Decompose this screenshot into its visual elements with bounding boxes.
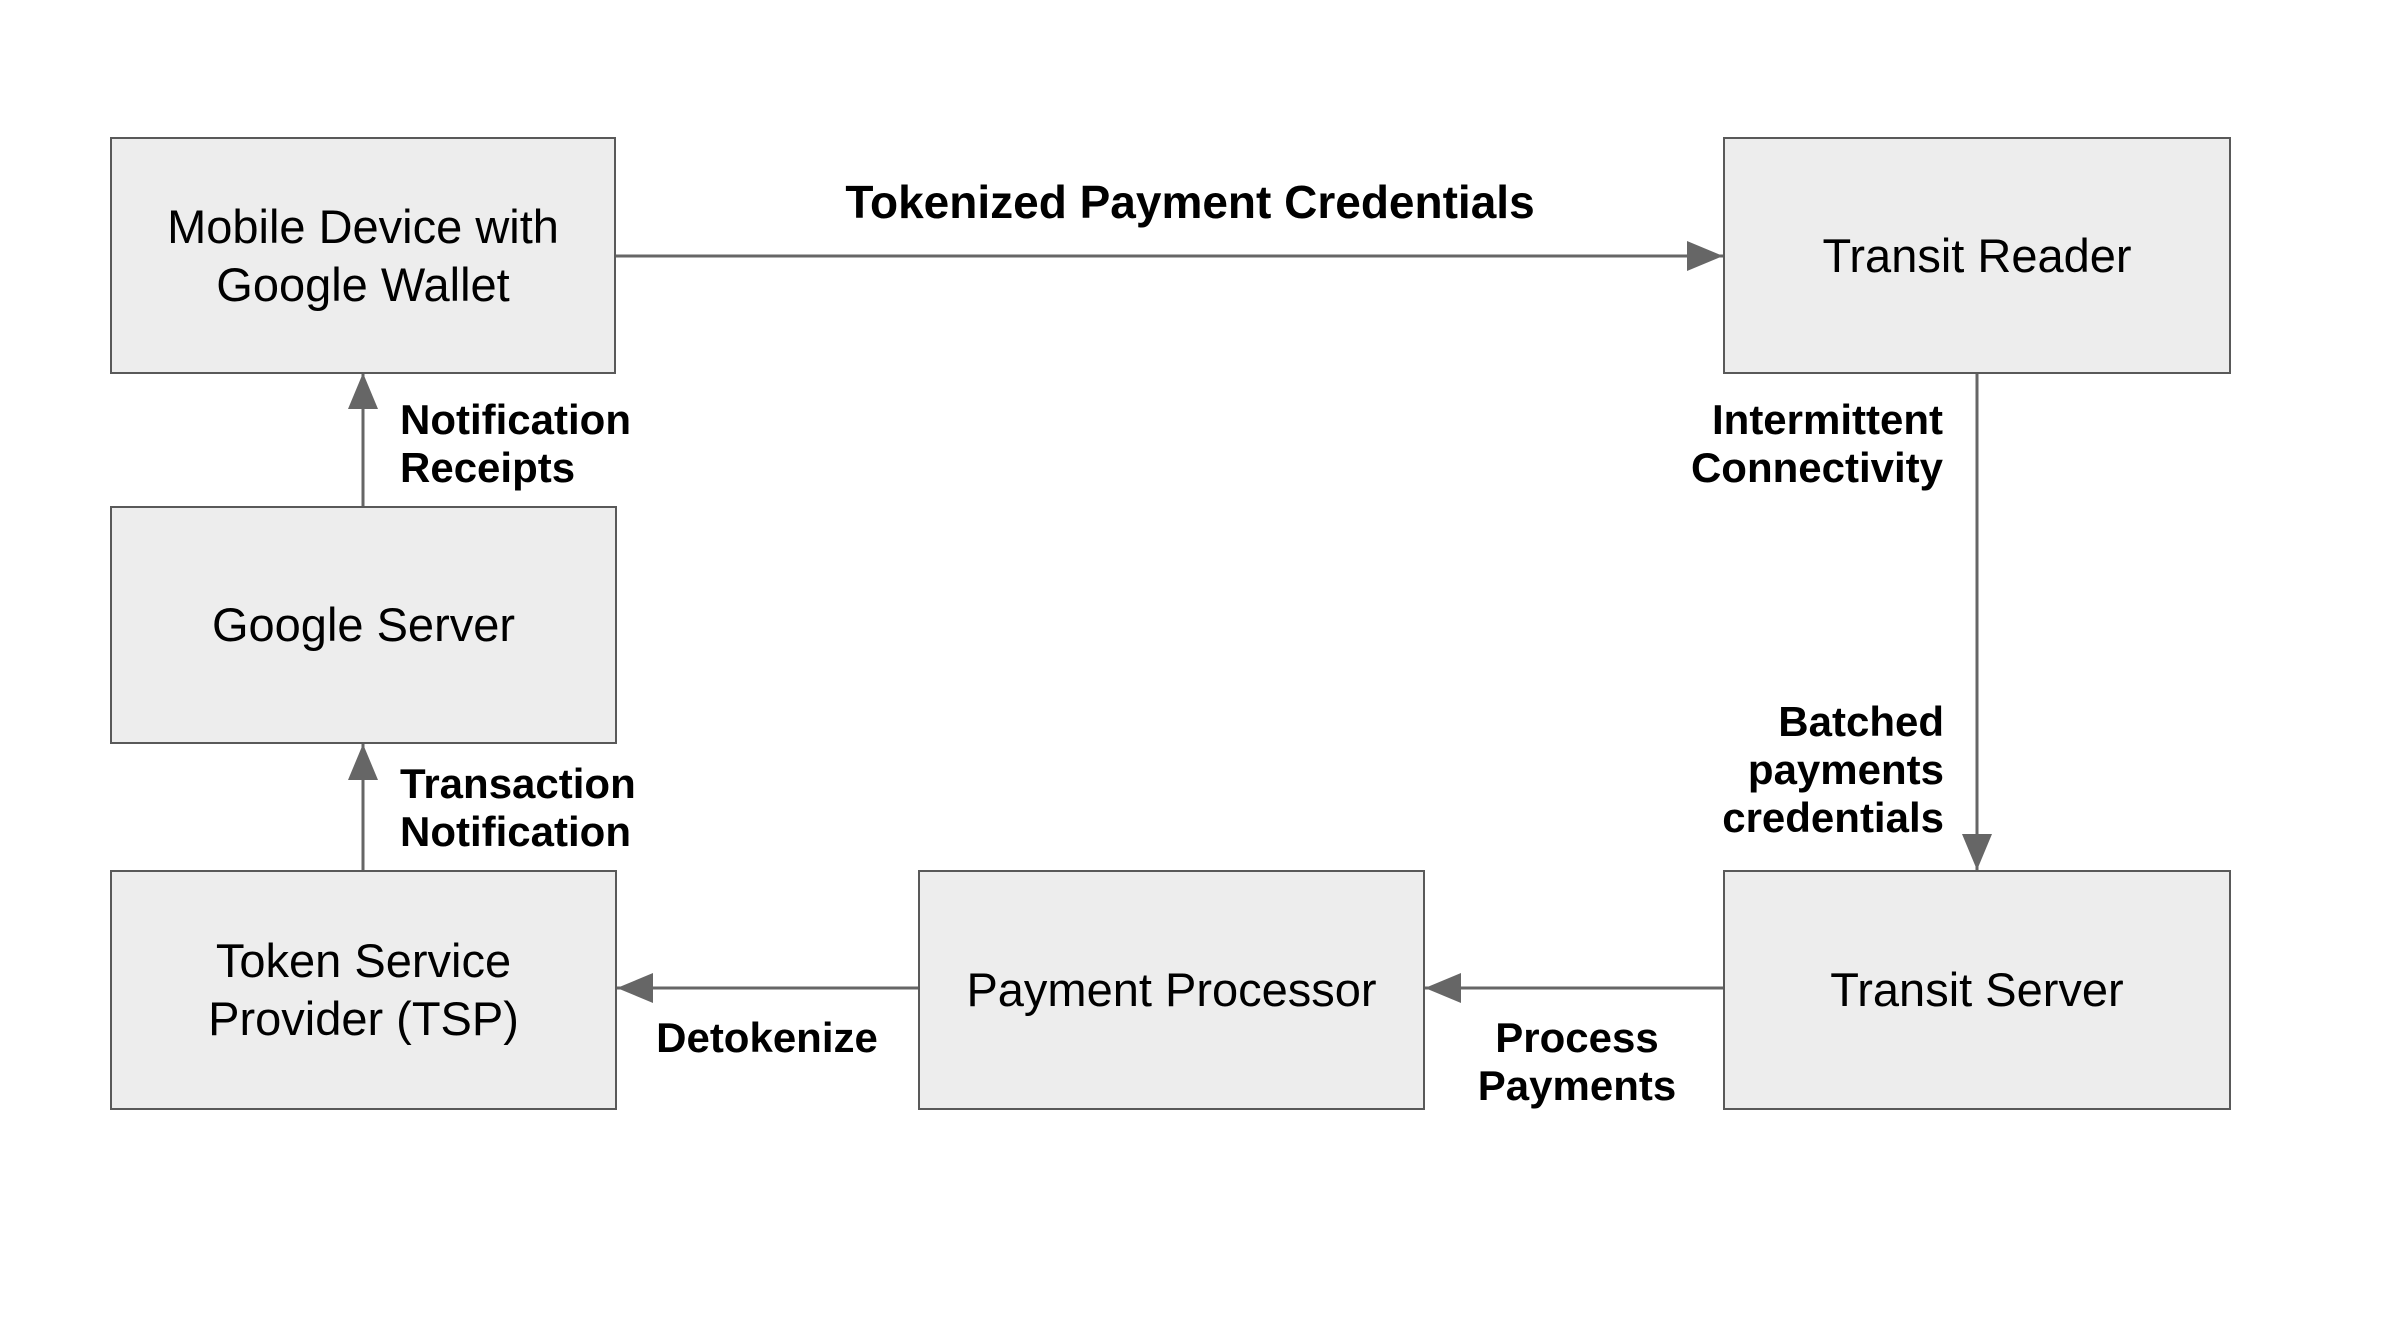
node-transit-reader: Transit Reader — [1723, 137, 2231, 374]
node-payment-processor: Payment Processor — [918, 870, 1425, 1110]
node-google-server: Google Server — [110, 506, 617, 744]
node-token-service-provider: Token Service Provider (TSP) — [110, 870, 617, 1110]
node-mobile-device-google-wallet: Mobile Device with Google Wallet — [110, 137, 616, 374]
edge-label-detokenize: Detokenize — [656, 1014, 878, 1061]
node-label: Google Wallet — [216, 257, 510, 311]
node-label: Provider (TSP) — [208, 992, 519, 1045]
edge-label-notification-receipts: Notification Receipts — [400, 396, 631, 491]
node-label: Google Server — [211, 598, 516, 651]
edge-label-tokenized-payment-credentials: Tokenized Payment Credentials — [845, 176, 1535, 228]
edge-label-transaction-notification: Transaction Notification — [400, 760, 636, 855]
node-label: Transit Reader — [1822, 228, 2132, 282]
node-transit-server: Transit Server — [1723, 870, 2231, 1110]
edge-label-process-payments: Process Payments — [1477, 1014, 1677, 1109]
node-label: Token Service — [215, 934, 512, 987]
node-label: Transit Server — [1830, 963, 2124, 1016]
edge-label-intermittent-connectivity: Intermittent Connectivity — [1690, 396, 1943, 491]
node-label: Mobile Device with — [167, 199, 559, 253]
node-label: Payment Processor — [966, 963, 1377, 1016]
edge-label-batched-payments-credentials: Batched payments credentials — [1722, 698, 1944, 841]
